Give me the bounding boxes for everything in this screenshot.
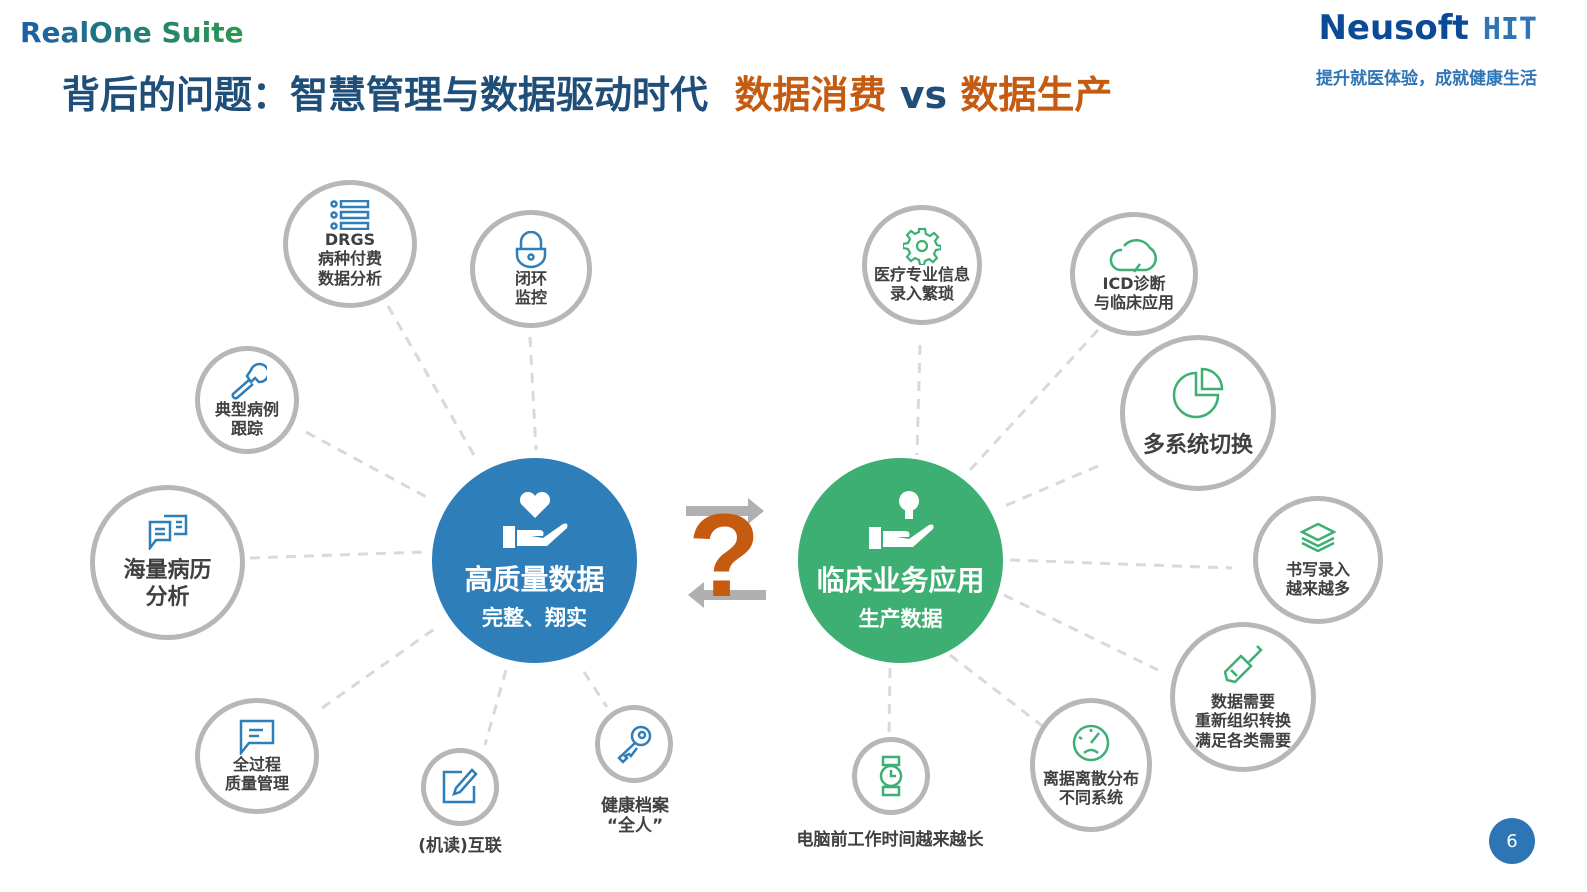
slogan: 提升就医体验，成就健康生活 bbox=[1316, 69, 1537, 89]
lock-icon bbox=[515, 230, 547, 268]
hub-high-quality-data[interactable]: 高质量数据 完整、翔实 bbox=[432, 458, 637, 663]
edit-icon bbox=[442, 768, 478, 804]
node-system-switch[interactable]: 多系统切换 bbox=[1120, 335, 1276, 491]
label-screen-time: 电脑前工作时间越来越长 bbox=[796, 830, 984, 850]
hub-subtitle: 生产数据 bbox=[858, 606, 943, 631]
layers-icon bbox=[1300, 522, 1336, 552]
title-vs: vs bbox=[899, 73, 948, 117]
lightbulb-in-hand-icon bbox=[868, 490, 933, 549]
screwdriver-icon bbox=[1223, 645, 1263, 684]
node-drgs[interactable]: DRGS 病种付费 数据分析 bbox=[283, 180, 417, 308]
node-health-record[interactable] bbox=[595, 705, 673, 783]
node-closed-loop[interactable]: 闭环 监控 bbox=[470, 210, 592, 328]
node-scattered-data[interactable]: 离据离散分布 不同系统 bbox=[1030, 698, 1152, 832]
hub-clinical-application[interactable]: 临床业务应用 生产数据 bbox=[798, 458, 1003, 663]
node-case-tracking[interactable]: 典型病例 跟踪 bbox=[195, 346, 299, 454]
node-writing-entry[interactable]: 书写录入 越来越多 bbox=[1253, 496, 1383, 624]
node-interconnect[interactable] bbox=[421, 748, 499, 826]
hub-subtitle: 完整、翔实 bbox=[482, 605, 587, 630]
hub-title: 临床业务应用 bbox=[816, 563, 985, 597]
node-info-entry[interactable]: 医疗专业信息 录入繁琐 bbox=[862, 205, 982, 325]
label-interconnect: (机读)互联 bbox=[418, 836, 502, 856]
label-health-record: 健康档案 “全人” bbox=[601, 796, 669, 837]
chat-icon bbox=[148, 514, 187, 551]
cloud-icon bbox=[1109, 238, 1157, 273]
message-icon bbox=[239, 719, 275, 755]
node-record-analysis[interactable]: 海量病历 分析 bbox=[90, 485, 245, 640]
question-exchange-icon: ? bbox=[686, 490, 766, 610]
title-produce: 数据生产 bbox=[960, 73, 1113, 117]
svg-text:?: ? bbox=[688, 490, 760, 610]
brand-logo: RealOne Suite bbox=[20, 16, 244, 49]
page-number-badge: 6 bbox=[1489, 818, 1535, 864]
node-screen-time[interactable] bbox=[852, 737, 930, 815]
list-icon bbox=[330, 200, 370, 231]
page-title: 背后的问题：智慧管理与数据驱动时代 数据消费 vs 数据生产 bbox=[62, 73, 1113, 117]
node-quality-management[interactable]: 全过程 质量管理 bbox=[195, 698, 319, 814]
title-consume: 数据消费 bbox=[734, 73, 887, 117]
wrench-icon bbox=[231, 362, 267, 400]
heart-in-hand-icon bbox=[502, 491, 567, 548]
gear-icon bbox=[903, 227, 941, 265]
gauge-icon bbox=[1072, 724, 1110, 762]
hub-title: 高质量数据 bbox=[464, 562, 605, 596]
node-icd[interactable]: ICD诊断 与临床应用 bbox=[1070, 212, 1198, 336]
key-icon bbox=[617, 725, 652, 764]
node-data-transform[interactable]: 数据需要 重新组织转换 满足各类需要 bbox=[1170, 622, 1316, 772]
pie-chart-icon bbox=[1172, 367, 1224, 419]
watch-icon bbox=[879, 755, 903, 797]
